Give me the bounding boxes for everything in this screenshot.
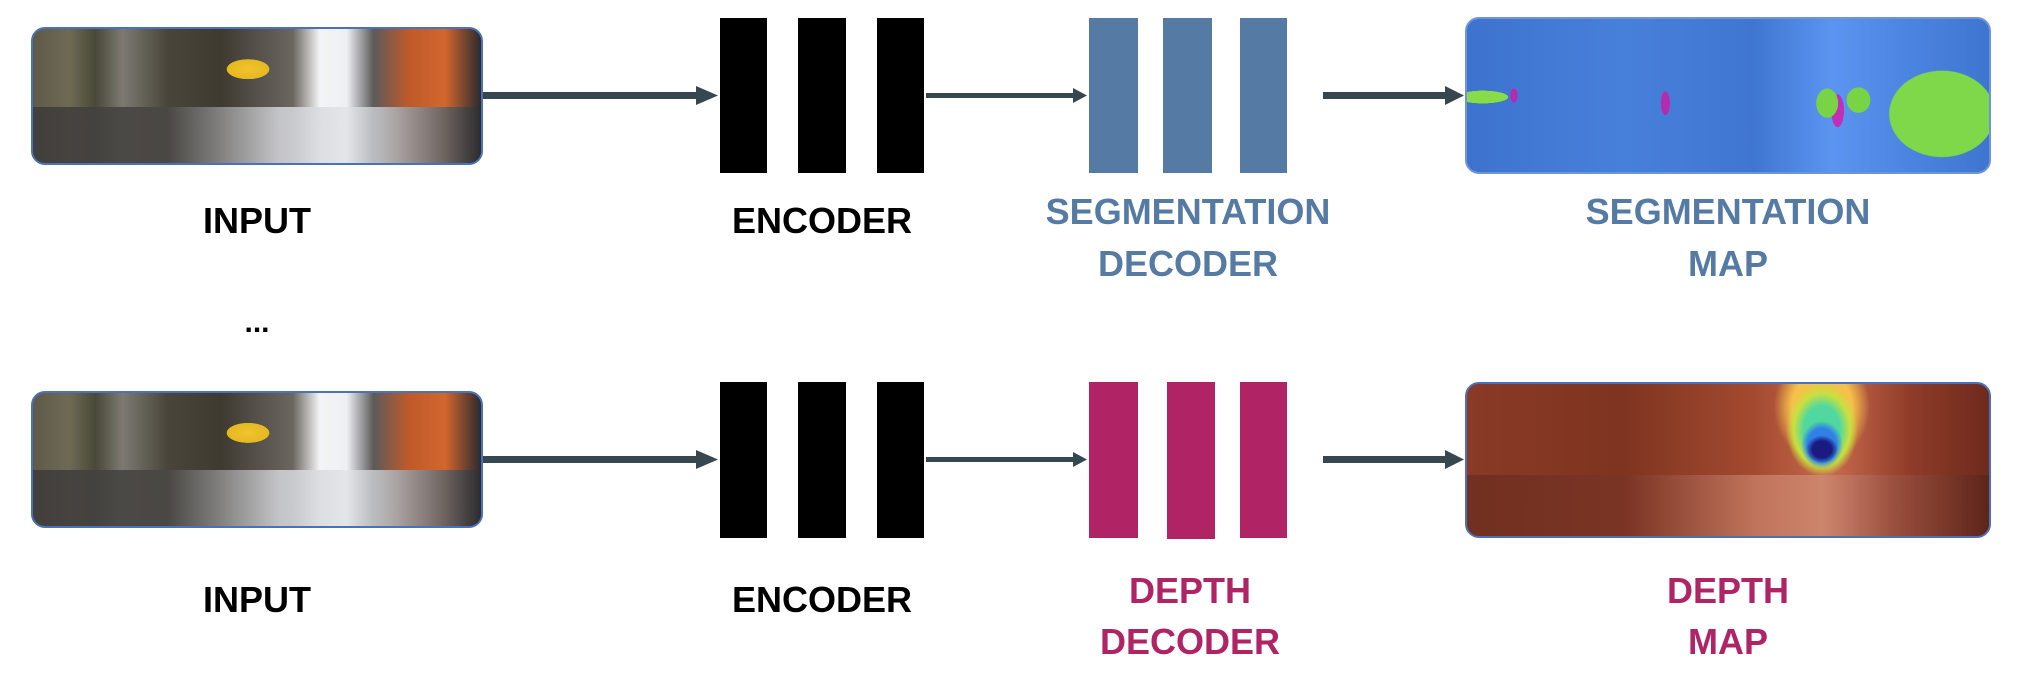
ellipsis: ... [244, 306, 270, 339]
seg-decoder-layer-2 [1163, 18, 1212, 173]
input-image-top [31, 27, 483, 165]
segmentation-map-image [1465, 17, 1991, 174]
encoder-layer-2 [798, 382, 846, 538]
input-image-bottom [31, 391, 483, 528]
encoder-label-bottom: ENCODER [731, 579, 913, 620]
arrow-depth-decoder-to-depth-map [1323, 450, 1464, 469]
arrow-encoder-to-seg-decoder [926, 88, 1087, 103]
depth-map-label-line1: DEPTH [1666, 570, 1790, 611]
encoder-layer-1 [720, 18, 767, 173]
depth-decoder-label-line1: DEPTH [1128, 570, 1252, 611]
arrow-seg-decoder-to-seg-map [1323, 86, 1464, 105]
depth-decoder-layer-1 [1089, 382, 1138, 538]
encoder-layer-1 [720, 382, 767, 538]
encoder-layer-2 [798, 18, 846, 173]
depth-decoder-layer-3 [1240, 382, 1287, 538]
arrow-encoder-to-depth-decoder [926, 452, 1087, 467]
seg-map-label-line2: MAP [1688, 243, 1768, 284]
encoder-label-top: ENCODER [731, 200, 913, 241]
input-label-top: INPUT [203, 200, 311, 241]
encoder-layer-3 [877, 18, 924, 173]
seg-map-label-line1: SEGMENTATION [1585, 191, 1871, 232]
seg-decoder-label-line2: DECODER [1097, 243, 1279, 284]
encoder-layer-3 [877, 382, 924, 538]
arrow-input-to-encoder-top [483, 86, 718, 105]
depth-decoder-label-line2: DECODER [1099, 621, 1281, 662]
depth-decoder-layer-2 [1167, 382, 1215, 539]
depth-map-image [1465, 382, 1991, 538]
depth-map-label-line2: MAP [1688, 621, 1768, 662]
seg-decoder-layer-1 [1089, 18, 1138, 173]
seg-decoder-label-line1: SEGMENTATION [1045, 191, 1331, 232]
arrow-input-to-encoder-bottom [483, 450, 718, 469]
input-label-bottom: INPUT [203, 579, 311, 620]
seg-decoder-layer-3 [1240, 18, 1287, 173]
